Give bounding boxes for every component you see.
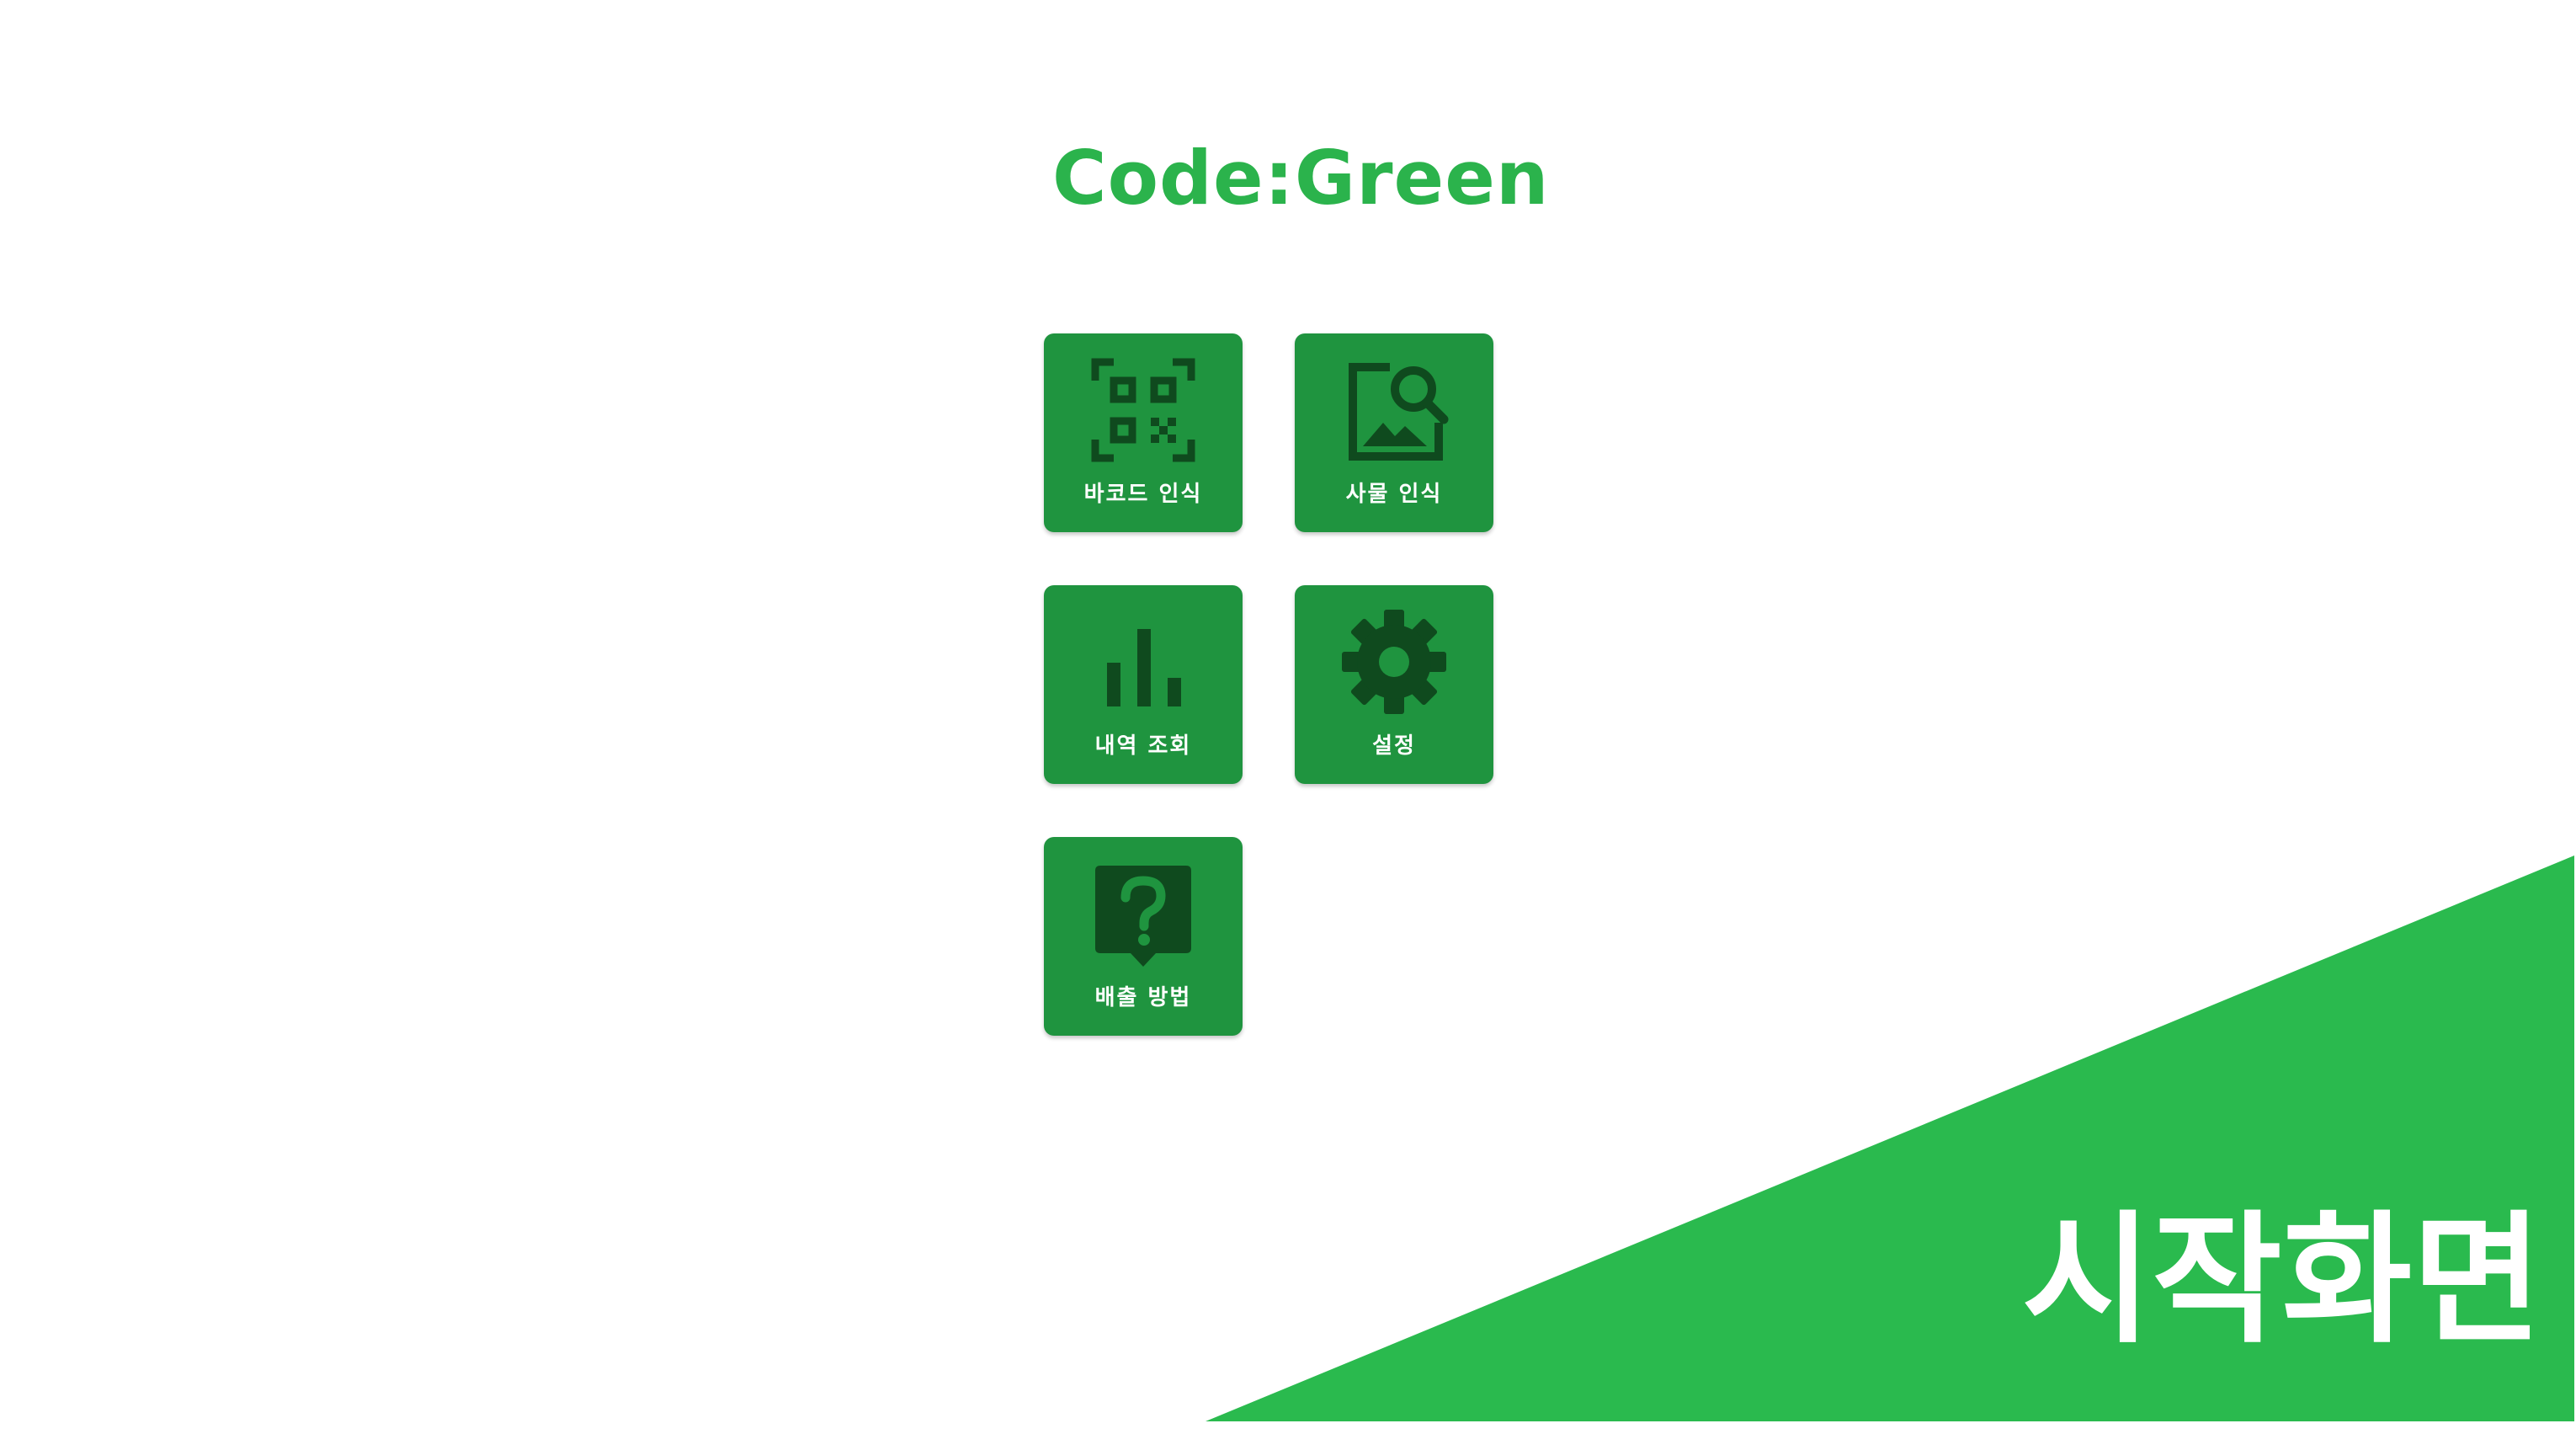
disposal-method-label: 배출 방법 (1094, 985, 1192, 1010)
disposal-method-button[interactable]: 배출 방법 (1044, 837, 1243, 1036)
object-recognition-label: 사물 인식 (1345, 482, 1443, 507)
object-recognition-button[interactable]: 사물 인식 (1295, 333, 1493, 532)
settings-button[interactable]: 설정 (1295, 585, 1493, 784)
image-search-icon (1349, 363, 1449, 461)
bar-chart-icon (1107, 629, 1181, 706)
screen-caption: 시작화면 (2021, 1197, 2542, 1362)
help-bubble-icon (1095, 866, 1191, 967)
qr-scan-icon (1091, 358, 1195, 462)
history-label: 내역 조회 (1094, 733, 1192, 759)
barcode-recognition-label: 바코드 인식 (1083, 482, 1203, 507)
gear-icon (1342, 610, 1446, 714)
settings-label: 설정 (1372, 733, 1416, 759)
history-button[interactable]: 내역 조회 (1044, 585, 1243, 784)
app-logo: Code:Green (1052, 135, 1550, 221)
barcode-recognition-button[interactable]: 바코드 인식 (1044, 333, 1243, 532)
